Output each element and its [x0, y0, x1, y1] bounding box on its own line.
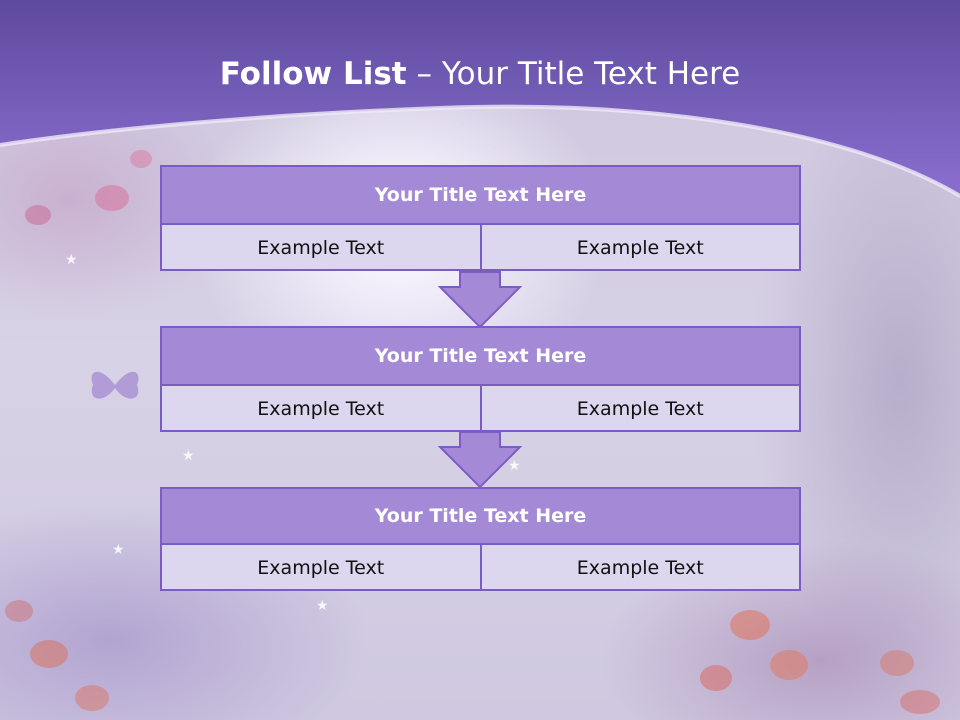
step-heading: Your Title Text Here: [162, 489, 799, 545]
step-row: Example Text Example Text: [162, 386, 799, 432]
step-cell-left: Example Text: [257, 398, 385, 420]
star-icon: ★: [65, 252, 78, 268]
flower-decoration: [130, 150, 152, 168]
flower-decoration: [95, 185, 129, 211]
star-icon: ★: [508, 458, 521, 474]
step-cell-right: Example Text: [479, 545, 800, 591]
star-icon: ★: [182, 448, 195, 464]
flower-decoration: [75, 685, 109, 711]
step-cell-right: Example Text: [479, 386, 800, 432]
butterfly-icon: [91, 371, 139, 399]
title-bold: Follow List: [219, 56, 407, 92]
step-box-1: Your Title Text Here Example Text Exampl…: [160, 165, 801, 271]
flower-decoration: [30, 640, 68, 668]
step-cell-right: Example Text: [479, 225, 800, 271]
step-box-2: Your Title Text Here Example Text Exampl…: [160, 326, 801, 432]
step-row: Example Text Example Text: [162, 545, 799, 591]
step-box-3: Your Title Text Here Example Text Exampl…: [160, 487, 801, 591]
down-arrow-icon: [438, 271, 522, 329]
flower-decoration: [25, 205, 51, 225]
flower-decoration: [730, 610, 770, 640]
header-band: [0, 0, 960, 198]
step-heading: Your Title Text Here: [162, 167, 799, 225]
title-separator: –: [406, 56, 442, 92]
flower-decoration: [770, 650, 808, 680]
step-row: Example Text Example Text: [162, 225, 799, 271]
step-cell-left: Example Text: [257, 237, 385, 259]
step-heading: Your Title Text Here: [162, 328, 799, 386]
flower-decoration: [5, 600, 33, 622]
flower-decoration: [880, 650, 914, 676]
star-icon: ★: [316, 598, 329, 614]
star-icon: ★: [112, 542, 125, 558]
step-cell-left: Example Text: [257, 557, 385, 579]
down-arrow-icon: [438, 431, 522, 489]
flower-decoration: [900, 690, 940, 714]
slide-title: Follow List – Your Title Text Here: [0, 56, 960, 92]
title-rest: Your Title Text Here: [441, 56, 741, 92]
flower-decoration: [700, 665, 732, 691]
